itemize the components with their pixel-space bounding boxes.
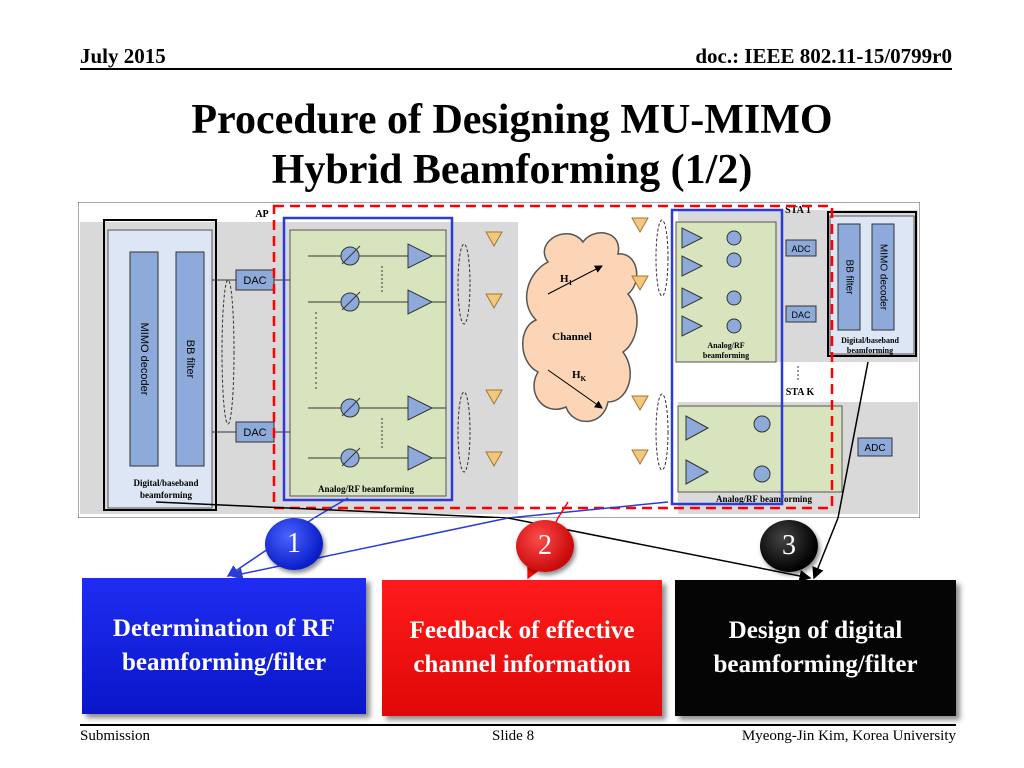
- step-2-badge: 2: [516, 520, 574, 572]
- ap-mimo-decoder: [129, 251, 159, 467]
- step-1-box: Determination of RF beamforming/filter: [82, 578, 366, 714]
- ap-bb-filter: [175, 251, 205, 467]
- ap-bb-filter-label: BB filter: [184, 340, 196, 379]
- hk-label: HK: [572, 369, 587, 383]
- hybrid-beamforming-diagram: MIMO decoder BB filter Digital/baseband …: [78, 202, 920, 518]
- step-1-text-line-1: Determination of RF: [112, 615, 336, 642]
- sta1-digital-label-1: Digital/baseband: [841, 336, 899, 345]
- footer-author: Myeong-Jin Kim, Korea University: [741, 728, 956, 744]
- sta1-adc-top-label: ADC: [791, 244, 811, 254]
- step-3-text-line-2: beamforming/filter: [713, 651, 918, 678]
- ap-analog-frame: [282, 216, 454, 502]
- slide-title: Procedure of Designing MU-MIMO Hybrid Be…: [0, 95, 1024, 195]
- ap-digital-label-1: Digital/baseband: [133, 478, 198, 488]
- effective-channel-frame: [272, 204, 834, 510]
- stak-adc-label: ADC: [864, 443, 885, 454]
- ap-digital-frame: [103, 219, 217, 511]
- sta1-dac-bottom-label: DAC: [791, 310, 811, 320]
- step-1-badge: 1: [265, 518, 323, 570]
- channel-cloud: [522, 232, 638, 423]
- step-2-text-line-2: channel information: [413, 651, 631, 678]
- ap-antennas: [485, 231, 503, 468]
- sta1-adc-top: [785, 239, 817, 257]
- title-line-2: Hybrid Beamforming (1/2): [271, 147, 753, 193]
- footer-divider: [80, 724, 956, 726]
- ap-dac-top-label: DAC: [243, 275, 266, 287]
- footer-slide-number: Slide 8: [492, 728, 535, 744]
- footer-submission: Submission: [80, 728, 151, 744]
- sta1-analog-block: [675, 221, 777, 363]
- sta1-label: STA 1: [785, 205, 811, 216]
- ap-digital-label-2: beamforming: [140, 490, 192, 500]
- sta-analog-frame: [670, 208, 784, 506]
- step-3-box: Design of digital beamforming/filter: [675, 580, 956, 716]
- stak-adc: [857, 437, 893, 457]
- header-doc-id: doc.: IEEE 802.11-15/0799r0: [695, 44, 952, 68]
- channel-label: Channel: [552, 331, 592, 343]
- sta1-digital-frame: [827, 211, 917, 357]
- title-line-1: Procedure of Designing MU-MIMO: [191, 97, 833, 143]
- step-2-box: Feedback of effective channel informatio…: [382, 580, 662, 716]
- step-3-text-line-1: Design of digital: [728, 617, 903, 644]
- ap-label: AP: [255, 209, 268, 220]
- ap-mimo-decoder-label: MIMO decoder: [138, 323, 150, 396]
- header-date: July 2015: [80, 44, 166, 68]
- header-divider: [80, 68, 952, 70]
- step-3-badge: 3: [760, 520, 818, 572]
- sta1-mimo-decoder-label: MIMO decoder: [877, 244, 888, 311]
- sta-antennas: [631, 217, 649, 466]
- sta1-analog-label-1: Analog/RF: [707, 341, 744, 350]
- sta1-analog-label-2: beamforming: [703, 351, 749, 360]
- h1-label: H1: [560, 273, 573, 287]
- sta1-digital-label-2: beamforming: [847, 346, 893, 355]
- ap-analog-label: Analog/RF beamforming: [318, 484, 414, 494]
- sta1-bb-filter-label: BB filter: [843, 259, 854, 295]
- step-1-text-line-2: beamforming/filter: [121, 649, 327, 676]
- step-2-text-line-1: Feedback of effective: [409, 617, 635, 644]
- stak-analog-label: Analog/RF beamforming: [716, 494, 812, 504]
- sta1-mimo-decoder: [871, 223, 895, 331]
- ap-dac-bottom-label: DAC: [243, 427, 266, 439]
- sta1-bb-filter: [837, 223, 861, 331]
- stak-label: STA K: [786, 387, 815, 398]
- sta1-adc-bottom: [785, 305, 817, 323]
